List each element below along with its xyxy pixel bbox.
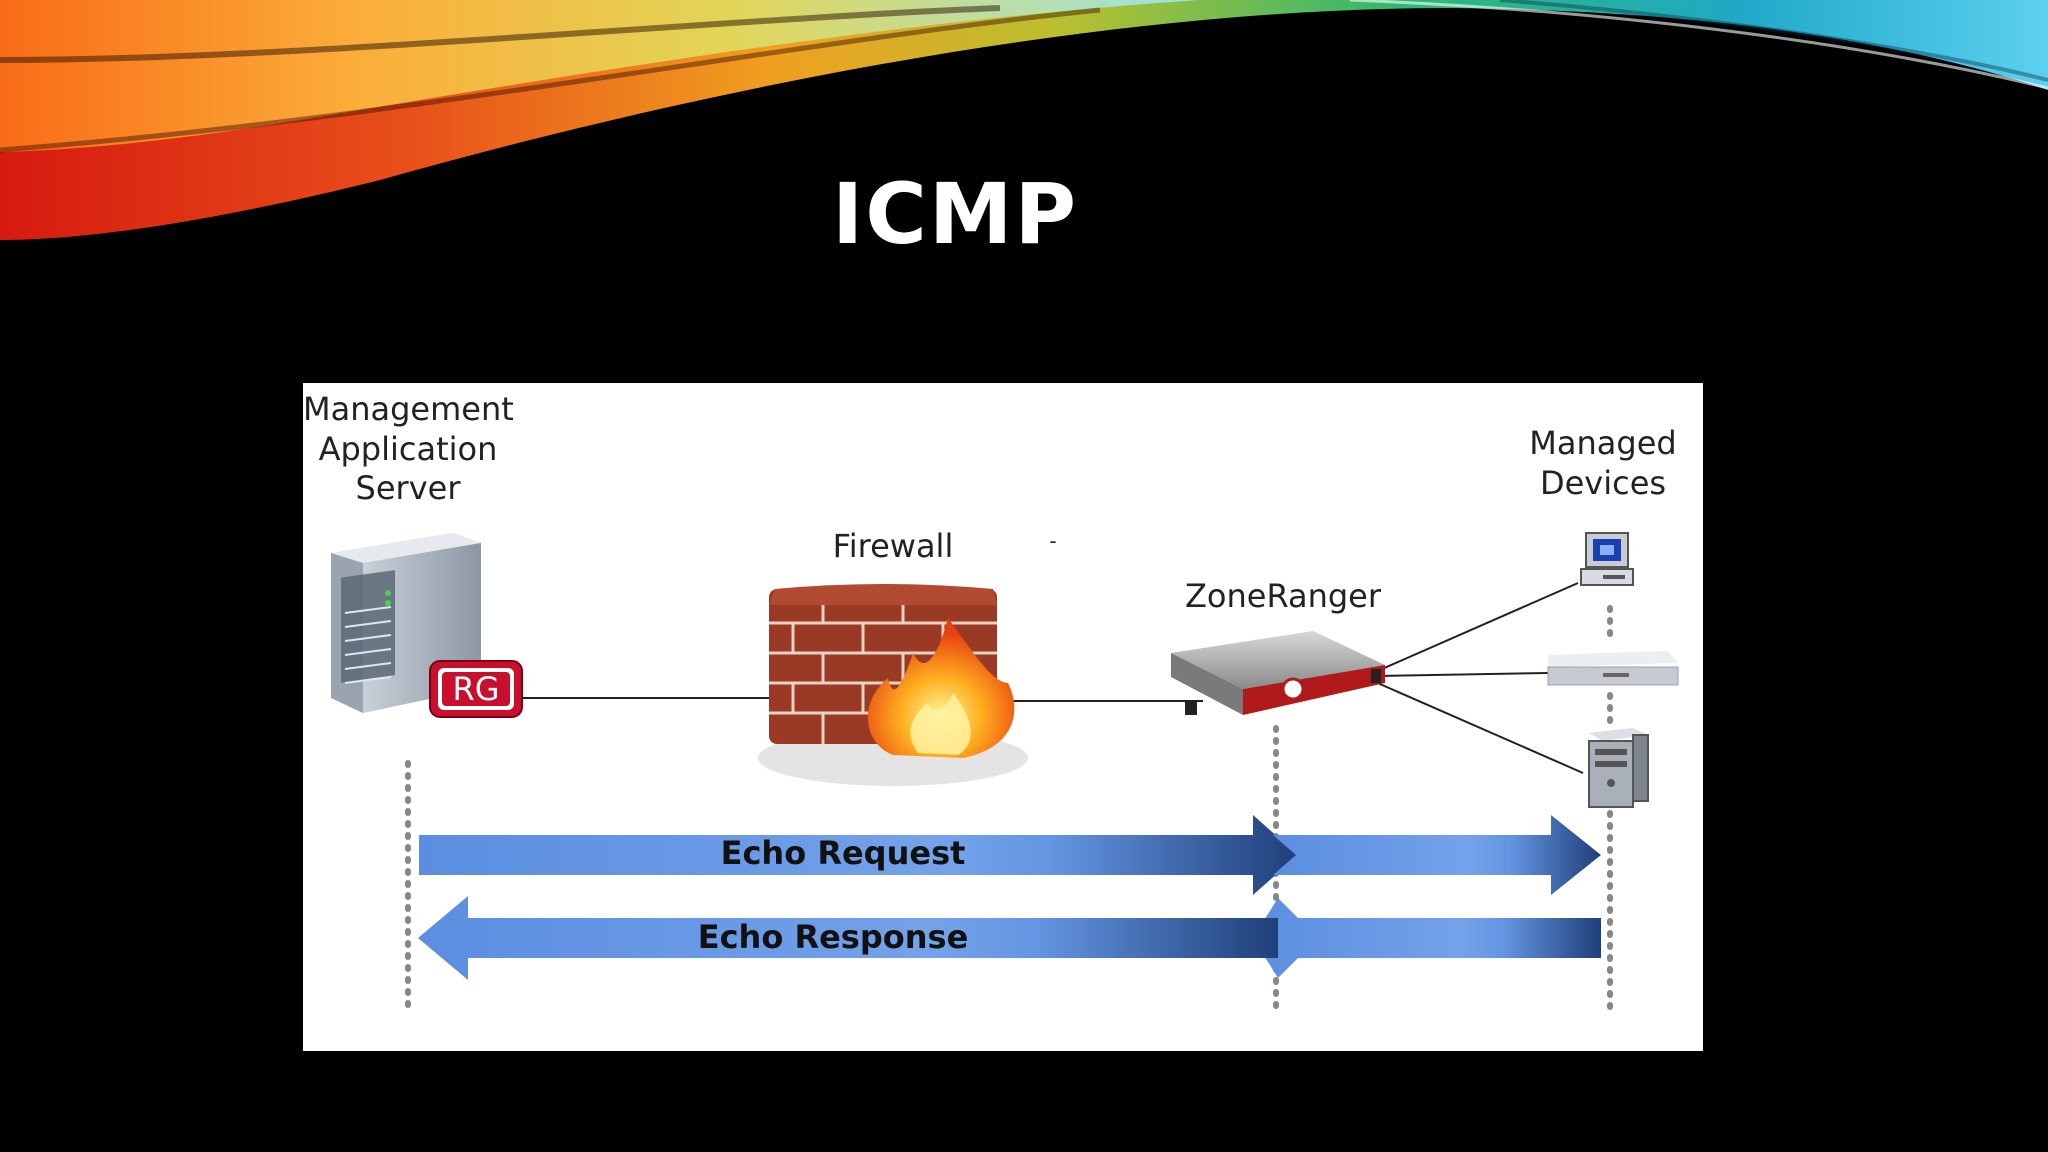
rg-badge bbox=[429, 660, 523, 718]
diagram-drawing: RG bbox=[331, 532, 1679, 1018]
rg-badge-text: RG bbox=[452, 670, 499, 708]
link-zr-device-3 bbox=[1372, 680, 1584, 774]
echo-request-arrow bbox=[419, 815, 1601, 895]
rainbow-swoosh-banner bbox=[0, 0, 2048, 240]
zoneranger-label: ZoneRanger bbox=[1184, 577, 1382, 615]
server-label-line-3: Server bbox=[355, 469, 461, 507]
echo-response-label: Echo Response bbox=[697, 918, 969, 956]
echo-response-arrow bbox=[418, 896, 1601, 980]
tower-computer-icon bbox=[1588, 728, 1649, 808]
icmp-diagram: RG bbox=[303, 383, 1703, 1051]
zoneranger-appliance-icon bbox=[1171, 631, 1385, 715]
desktop-computer-icon bbox=[1580, 532, 1634, 586]
echo-request-label: Echo Request bbox=[720, 834, 966, 872]
firewall-label: Firewall bbox=[832, 527, 954, 565]
managed-devices-label-line-2: Devices bbox=[1539, 464, 1667, 502]
server-label-line-1: Management bbox=[303, 390, 514, 428]
firewall-icon bbox=[758, 584, 1028, 786]
stray-dash-mark: - bbox=[1049, 529, 1057, 553]
slide-title: ICMP bbox=[831, 165, 1079, 263]
link-zr-device-1 bbox=[1372, 582, 1579, 674]
rack-server-icon bbox=[1547, 651, 1679, 686]
link-zr-device-2 bbox=[1377, 672, 1549, 677]
managed-devices-label-line-1: Managed bbox=[1529, 424, 1677, 462]
server-label-line-2: Application bbox=[318, 430, 498, 468]
